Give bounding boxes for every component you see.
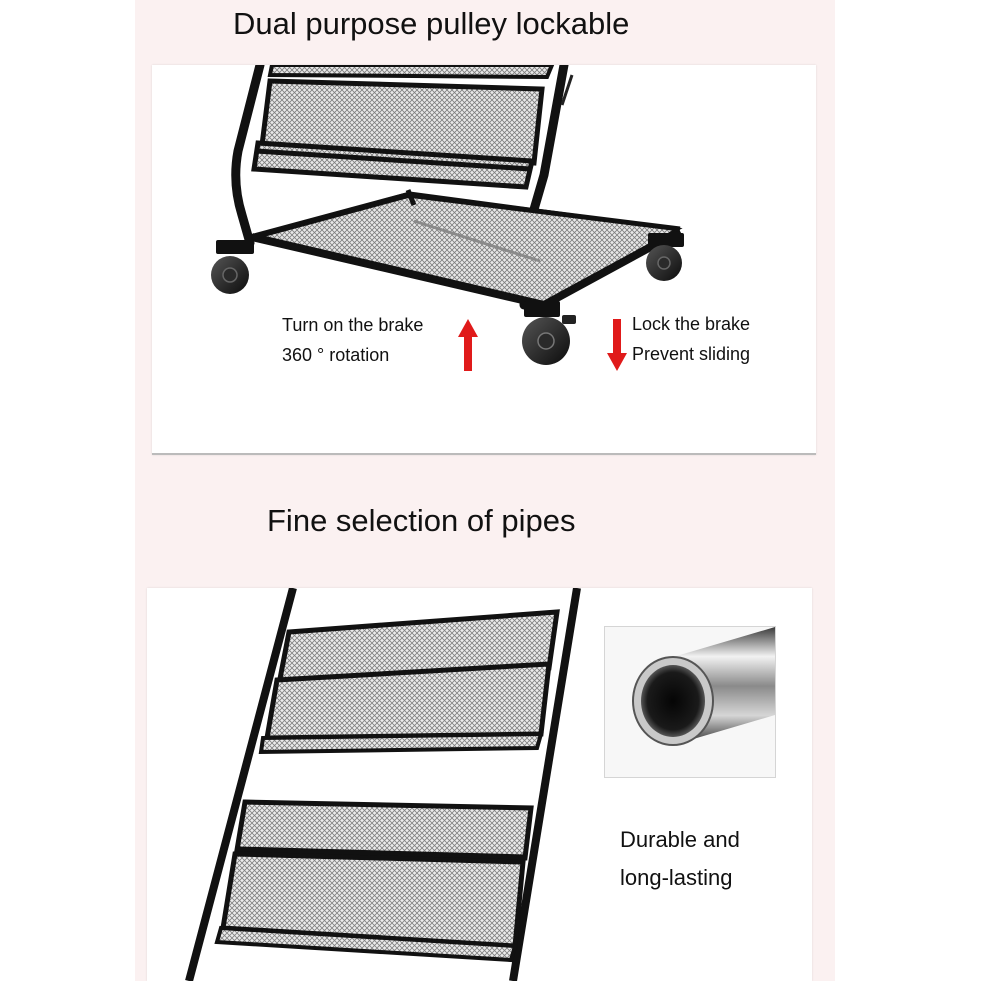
pipe-closeup-photo [604,626,776,778]
brake-lock-line2: Prevent sliding [632,344,751,364]
steel-pipe-icon [632,627,775,746]
pipes-photo-panel: Durable and long-lasting [147,588,812,981]
up-arrow-icon [458,319,478,371]
rack-frame-illustration [185,588,581,981]
pipes-section-title: Fine selection of pipes [267,503,576,538]
pulley-photo-panel: Turn on the brake 360 ° rotation Lock th… [152,65,816,455]
brake-on-line1: Turn on the brake [282,315,424,335]
brake-lock-line1: Lock the brake [632,314,751,334]
durable-line2: long-lasting [620,865,733,890]
brake-on-caption: Turn on the brake 360 ° rotation [282,310,423,370]
brake-lock-caption: Lock the brake Prevent sliding [632,309,750,369]
cart-base-illustration [211,65,684,365]
durable-caption: Durable and long-lasting [620,821,740,897]
down-arrow-icon [607,319,627,371]
pulley-section-title: Dual purpose pulley lockable [233,6,630,41]
brake-on-line2: 360 ° rotation [282,345,390,365]
durable-line1: Durable and [620,827,740,852]
